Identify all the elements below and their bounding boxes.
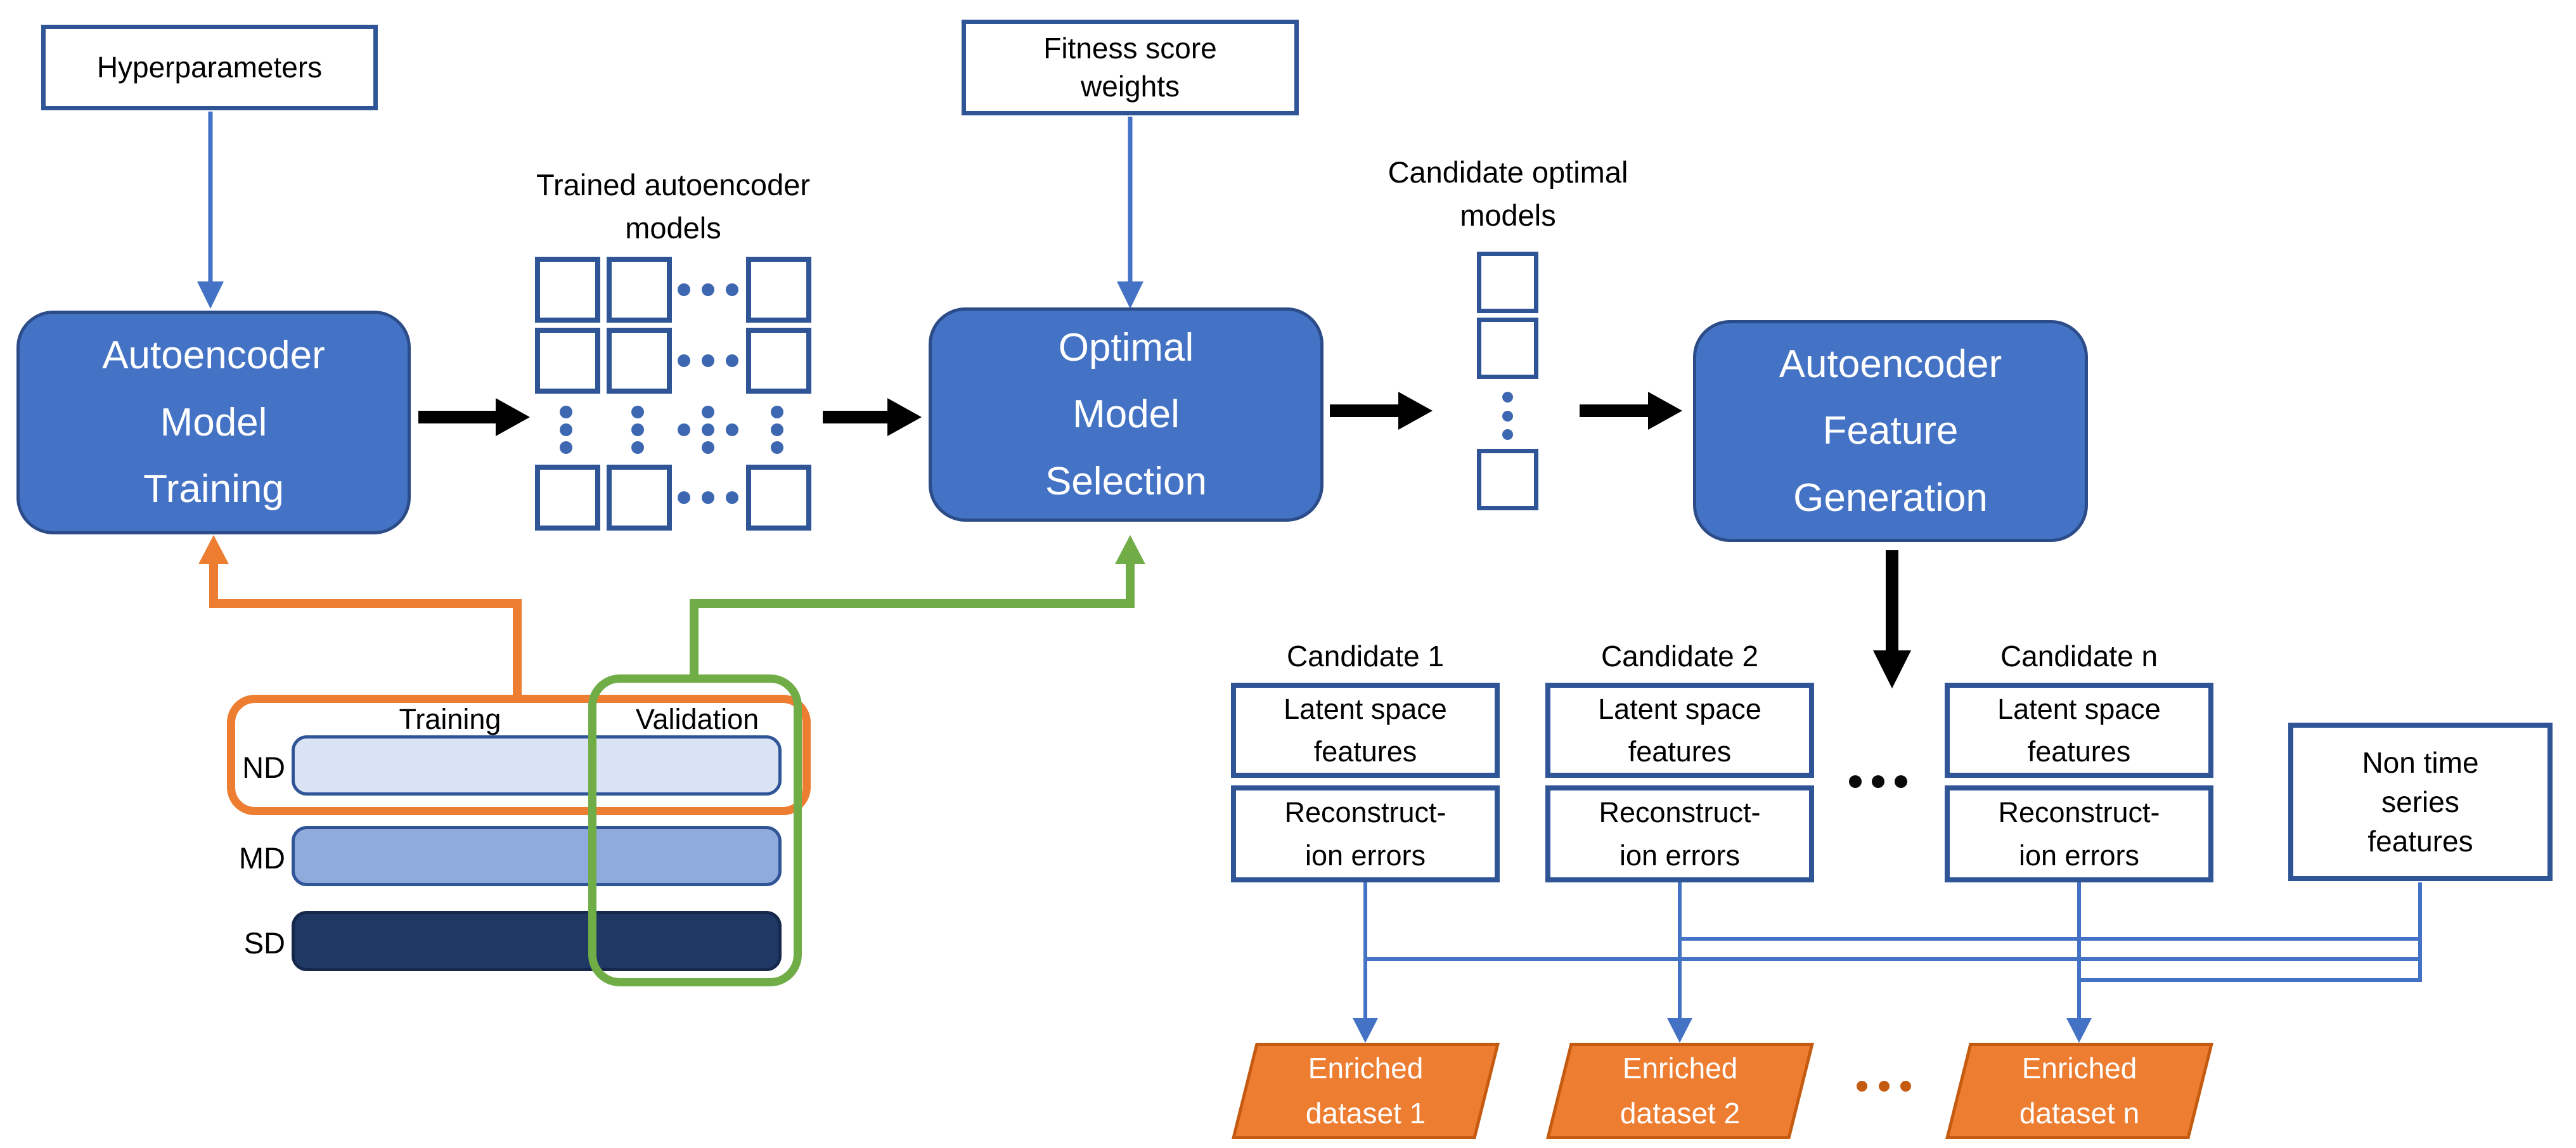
validation-column-header: Validation xyxy=(635,703,759,735)
ellipsis-vertical-icon xyxy=(771,406,783,454)
stage-line: Autoencoder xyxy=(1779,342,2002,386)
candidate-1-title: Candidate 1 xyxy=(1286,640,1445,673)
connector-orange-nd-to-training xyxy=(198,535,522,697)
nd-dataset-bar xyxy=(292,735,782,796)
stage-line: Generation xyxy=(1793,475,1988,520)
model-square xyxy=(1477,252,1538,313)
sd-row-label: SD xyxy=(243,926,285,960)
stage-line: Training xyxy=(143,467,284,512)
arrow-training-to-models xyxy=(418,398,530,436)
stage-line: Autoencoder xyxy=(102,333,325,378)
candidate-1-latent-features-box: Latent space features xyxy=(1231,683,1500,778)
connector-candidaten-to-datasetn xyxy=(2066,882,2092,1043)
arrow-hyperparameters-to-training xyxy=(197,112,224,309)
stage-line: Model xyxy=(1072,392,1180,437)
candidate-1-reconstruction-errors-box: Reconstruct- ion errors xyxy=(1231,785,1500,882)
candidate-2-reconstruction-errors-box: Reconstruct- ion errors xyxy=(1545,785,1814,882)
enriched-dataset-2: Enriched dataset 2 xyxy=(1546,1043,1814,1139)
ellipsis-horizontal-icon xyxy=(678,283,738,296)
orange-training-selection-frame xyxy=(227,695,811,815)
candidate-2-title: Candidate 2 xyxy=(1600,640,1759,673)
candidate-n-latent-features-box: Latent space features xyxy=(1945,683,2213,778)
model-square xyxy=(746,328,811,394)
model-square xyxy=(1477,318,1538,379)
arrow-selection-to-candidates xyxy=(1330,392,1433,430)
connector-green-validation-to-selection xyxy=(690,535,1145,680)
md-dataset-bar xyxy=(292,826,782,886)
ellipsis-horizontal-icon xyxy=(1849,775,1907,788)
model-square xyxy=(607,465,672,531)
ellipsis-cross-icon xyxy=(702,406,714,454)
stage-optimal-model-selection: Optimal Model Selection xyxy=(929,307,1323,522)
model-square xyxy=(746,257,811,323)
hyperparameters-label: Hyperparameters xyxy=(96,51,323,84)
green-validation-selection-frame xyxy=(588,674,802,986)
fitness-weights-box: Fitness score weights xyxy=(962,20,1299,115)
training-column-header: Training xyxy=(399,703,501,735)
sd-dataset-bar xyxy=(292,911,782,971)
stage-line: Feature xyxy=(1822,409,1959,453)
stage-line: Model xyxy=(160,400,267,444)
stage-line: Selection xyxy=(1045,459,1208,503)
fitness-weights-line2: weights xyxy=(1081,69,1180,103)
candidate-models-title: Candidate optimal models xyxy=(1388,155,1628,233)
ellipsis-vertical-icon xyxy=(560,406,572,454)
stage-line: Optimal xyxy=(1058,325,1194,370)
candidate-2-latent-features-box: Latent space features xyxy=(1545,683,1814,778)
candidate-n-reconstruction-errors-box: Reconstruct- ion errors xyxy=(1945,785,2213,882)
candidate-n-title: Candidate n xyxy=(2000,640,2158,673)
model-square xyxy=(746,465,811,531)
model-square xyxy=(1477,449,1538,510)
ellipsis-horizontal-icon xyxy=(1857,1080,1911,1092)
nd-row-label: ND xyxy=(242,751,285,784)
model-square xyxy=(535,465,600,531)
arrow-generation-down xyxy=(1873,550,1911,688)
hyperparameters-box: Hyperparameters xyxy=(41,25,378,110)
ellipsis-cross-icon xyxy=(678,423,738,436)
stage-autoencoder-model-training: Autoencoder Model Training xyxy=(16,311,411,534)
md-row-label: MD xyxy=(238,841,285,875)
connector-candidate2-to-dataset2 xyxy=(1667,882,1692,1043)
enriched-dataset-n: Enriched dataset n xyxy=(1945,1043,2213,1139)
arrow-fitness-to-selection xyxy=(1117,117,1143,309)
connector-candidate1-to-dataset1 xyxy=(1353,882,1378,1043)
ellipsis-horizontal-icon xyxy=(678,354,738,367)
stage-autoencoder-feature-generation: Autoencoder Feature Generation xyxy=(1693,320,2088,542)
model-square xyxy=(535,328,600,394)
connector-non-time-series-fanout xyxy=(1365,882,2422,982)
ellipsis-horizontal-icon xyxy=(678,491,738,504)
model-square xyxy=(607,328,672,394)
arrow-candidates-to-generation xyxy=(1580,392,1682,430)
arrow-models-to-selection xyxy=(823,398,922,436)
enriched-dataset-1: Enriched dataset 1 xyxy=(1232,1043,1500,1139)
non-time-series-features-box: Non time series features xyxy=(2288,723,2553,881)
model-square xyxy=(607,257,672,323)
ellipsis-vertical-icon xyxy=(1502,392,1513,440)
fitness-weights-line1: Fitness score xyxy=(1043,31,1217,65)
ellipsis-vertical-icon xyxy=(631,406,644,454)
model-square xyxy=(535,257,600,323)
trained-models-title: Trained autoencoder models xyxy=(536,168,810,245)
